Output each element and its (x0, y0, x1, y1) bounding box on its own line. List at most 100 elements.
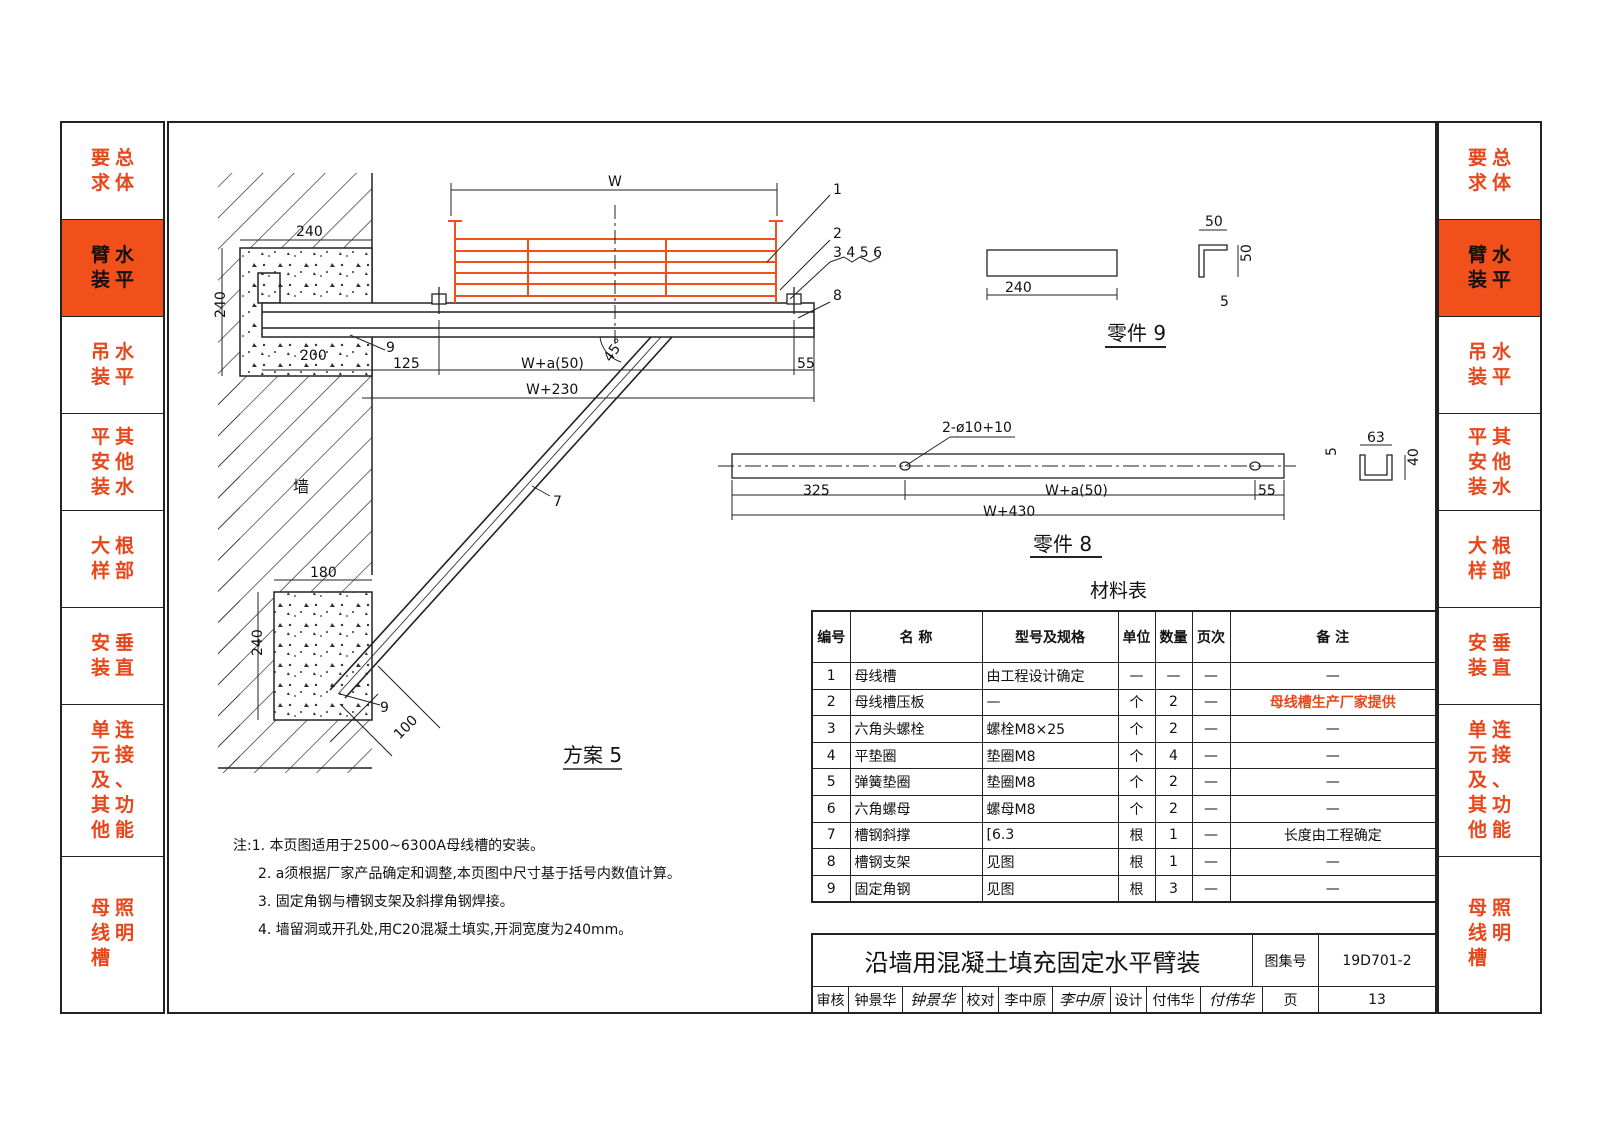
table-cell: 螺栓M8×25 (981, 715, 1119, 743)
tab-char: 接 (114, 744, 134, 766)
table-cell: 2 (1154, 768, 1193, 796)
callout-2: 2 (833, 226, 842, 242)
tab-char: 能 (114, 819, 134, 841)
right-tab-4[interactable]: 平其安他装水 (1439, 414, 1540, 511)
right-tab-3[interactable]: 吊水装平 (1439, 317, 1540, 414)
tab-char: 要 (1467, 147, 1487, 169)
table-cell: 2 (1154, 688, 1193, 717)
table-cell: — (1229, 768, 1437, 796)
p9-dim-50-side: 50 (1239, 244, 1255, 262)
left-tab-5[interactable]: 大根样部 (62, 511, 163, 608)
dim-w: W (608, 174, 622, 190)
clamps (431, 287, 802, 314)
tab-char: 照 (114, 897, 134, 919)
tab-char: 安 (90, 632, 110, 654)
tab-char: 装 (1467, 475, 1487, 498)
left-tab-label: 吊水装平 (89, 341, 137, 389)
p8-dim-w-a-50: W+a(50) (1045, 483, 1108, 499)
tab-char: 求 (1467, 172, 1487, 194)
tab-char: 照 (1491, 897, 1511, 919)
tab-char: 平 (114, 366, 134, 388)
tab-char: 水 (1491, 244, 1511, 266)
right-tab-1[interactable]: 要总求体 (1439, 123, 1540, 220)
table-cell: — (1191, 662, 1231, 690)
scheme-label: 方案 5 (563, 743, 622, 767)
p9-dim-5: 5 (1220, 294, 1229, 310)
table-cell: 1 (1154, 848, 1193, 876)
tab-char: 他 (1467, 819, 1487, 841)
right-tab-label: 吊水装平 (1466, 341, 1514, 389)
right-tab-label: 平其安他装水 (1466, 426, 1514, 499)
left-tab-label: 安垂装直 (89, 632, 137, 680)
table-cell: 个 (1117, 688, 1156, 717)
tab-char: 其 (90, 794, 110, 816)
tab-char: 样 (90, 560, 110, 582)
right-tab-label: 母照线明槽 (1466, 897, 1514, 970)
channel-arm (261, 302, 815, 338)
checker-signature: 李中原 (1053, 987, 1111, 1012)
tab-char: 线 (90, 922, 110, 944)
tab-char: 功 (1491, 794, 1511, 816)
tab-char: 安 (90, 450, 110, 473)
part-8-drawing (718, 436, 1406, 558)
left-tab-6[interactable]: 安垂装直 (62, 608, 163, 705)
reviewer-signature: 钟景华 (903, 987, 963, 1012)
left-tab-7[interactable]: 单连元接及、其功他能 (62, 705, 163, 857)
right-tab-7[interactable]: 单连元接及、其功他能 (1439, 705, 1540, 857)
table-cell: — (1191, 688, 1231, 717)
right-tab-2[interactable]: 臂水装平 (1439, 220, 1540, 317)
tab-char: 垂 (1491, 632, 1511, 654)
left-tab-3[interactable]: 吊水装平 (62, 317, 163, 414)
tab-char: 根 (114, 535, 134, 557)
p9-dim-50-top: 50 (1205, 214, 1223, 230)
tab-char: 体 (1491, 172, 1511, 194)
design-label: 设计 (1111, 987, 1147, 1012)
right-tab-label: 臂水装平 (1466, 244, 1514, 292)
wall-label: 墙 (293, 477, 309, 496)
right-tab-6[interactable]: 安垂装直 (1439, 608, 1540, 705)
right-tab-5[interactable]: 大根样部 (1439, 511, 1540, 608)
page-label: 页 (1263, 987, 1319, 1012)
table-cell: 母线槽 (849, 662, 983, 690)
table-cell: 4 (1154, 741, 1193, 770)
tab-char: 单 (1467, 719, 1487, 741)
left-tab-8[interactable]: 母照线明槽 (62, 857, 163, 1010)
callout-1: 1 (833, 182, 842, 198)
table-cell: — (1229, 662, 1437, 690)
callout-3-6: 3 4 5 6 (833, 245, 882, 261)
dim-240-left: 240 (213, 291, 229, 318)
tab-char: 部 (114, 560, 134, 582)
materials-header-cell: 页次 (1191, 610, 1231, 663)
left-tab-label: 臂水装平 (89, 244, 137, 292)
tab-char: 接 (1491, 744, 1511, 766)
materials-title: 材料表 (1090, 580, 1148, 602)
right-tab-8[interactable]: 母照线明槽 (1439, 857, 1540, 1010)
p8-dim-63: 63 (1367, 430, 1385, 446)
table-cell: 个 (1117, 715, 1156, 743)
table-cell: 长度由工程确定 (1229, 821, 1437, 850)
left-tab-label: 母照线明槽 (89, 897, 137, 970)
left-tab-2[interactable]: 臂水装平 (62, 220, 163, 317)
checker-name: 李中原 (999, 987, 1053, 1012)
left-tab-label: 平其安他装水 (89, 426, 137, 499)
table-cell: 见图 (981, 848, 1119, 876)
table-cell: 根 (1117, 848, 1156, 876)
left-tab-1[interactable]: 要总求体 (62, 123, 163, 220)
table-cell: 六角螺母 (849, 794, 983, 823)
tab-char: 线 (1467, 922, 1487, 944)
left-tab-4[interactable]: 平其安他装水 (62, 414, 163, 511)
materials-header-cell: 编号 (811, 610, 851, 663)
tab-char: 平 (1491, 269, 1511, 291)
table-cell: 平垫圈 (849, 741, 983, 770)
table-cell: 6 (811, 794, 851, 823)
table-cell: [6.3 (981, 821, 1119, 850)
dim-240-low: 240 (250, 629, 266, 656)
review-label: 审核 (813, 987, 849, 1012)
table-cell: 个 (1117, 768, 1156, 796)
table-cell: 母线槽压板 (849, 688, 983, 717)
